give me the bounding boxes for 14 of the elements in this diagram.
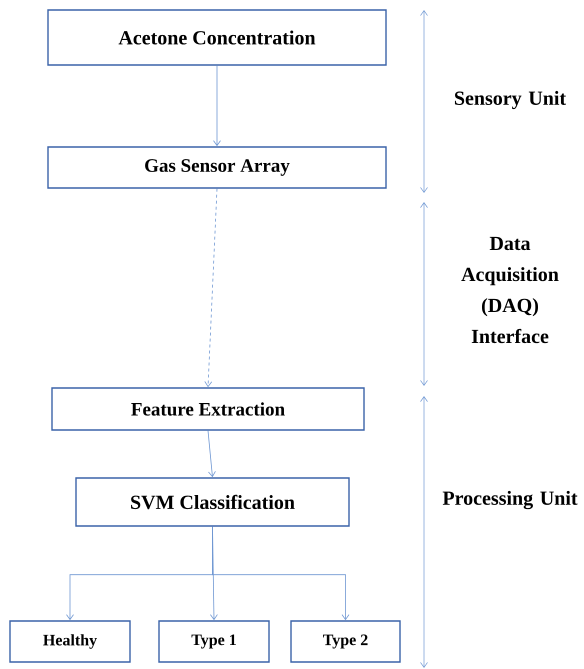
unit-label: Sensory Unit xyxy=(454,90,566,110)
arrow xyxy=(212,526,350,620)
process-box: Type 1 xyxy=(158,620,270,663)
process-box: Type 2 xyxy=(290,620,401,663)
process-box: Healthy xyxy=(9,620,131,663)
arrow xyxy=(208,430,216,478)
unit-label: Processing Unit xyxy=(442,490,578,510)
process-box: Acetone Concentration xyxy=(47,9,387,66)
process-box: SVM Classification xyxy=(75,477,350,527)
process-box: Feature Extraction xyxy=(51,387,365,431)
unit-label: Data Acquisition (DAQ) Interface xyxy=(461,236,559,344)
arrow xyxy=(204,188,218,388)
process-box: Gas Sensor Array xyxy=(47,146,387,189)
arrow xyxy=(213,65,221,146)
